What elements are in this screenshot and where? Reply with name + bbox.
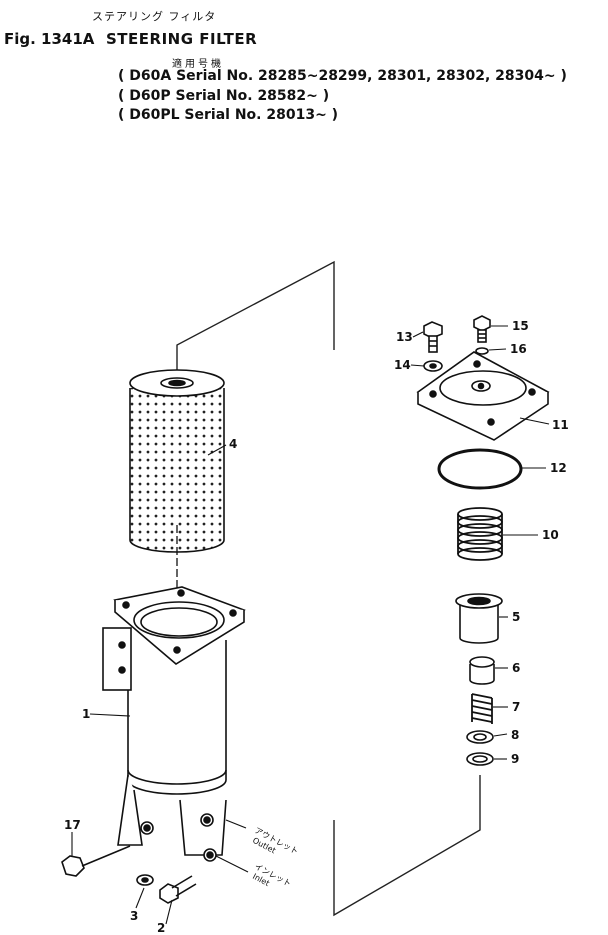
serial-line-d60p: ( D60P Serial No. 28582~ ) <box>118 88 330 104</box>
valve <box>455 593 503 644</box>
cover-washer <box>423 360 443 372</box>
callout-11: 11 <box>552 418 569 432</box>
leader-lines <box>71 325 550 925</box>
valve-spring <box>471 693 493 724</box>
callout-15: 15 <box>512 319 529 333</box>
callout-1: 1 <box>82 707 90 721</box>
callout-16: 16 <box>510 342 527 356</box>
serial-line-d60pl: ( D60PL Serial No. 28013~ ) <box>118 107 339 123</box>
callout-6: 6 <box>512 661 520 675</box>
washer <box>136 874 154 886</box>
o-ring-small <box>475 347 489 355</box>
callout-7: 7 <box>512 700 520 714</box>
callout-17: 17 <box>64 818 81 832</box>
japanese-title: ステアリング フィルタ <box>92 10 217 23</box>
callout-9: 9 <box>511 752 519 766</box>
mounting-bolt <box>159 875 197 904</box>
callout-12: 12 <box>550 461 567 475</box>
callout-5: 5 <box>512 610 520 624</box>
applicable-models-label: 適用号機 <box>172 59 224 70</box>
cover-bolt-left <box>423 321 443 353</box>
callout-2: 2 <box>157 921 165 935</box>
callout-8: 8 <box>511 728 519 742</box>
valve-washer <box>466 730 494 744</box>
port-labels: アウトレット Outlet インレット Inlet <box>251 826 300 889</box>
callout-14: 14 <box>394 358 411 372</box>
cover <box>416 351 550 441</box>
serial-line-d60a: ( D60A Serial No. 28285~28299, 28301, 28… <box>118 68 567 84</box>
filter-case <box>102 586 246 862</box>
callout-labels: 1 2 3 4 5 6 7 8 9 10 11 12 13 14 15 16 1… <box>64 319 569 935</box>
figure-title: STEERING FILTER <box>106 30 258 48</box>
spring <box>457 507 503 561</box>
snap-ring <box>466 752 494 766</box>
filter-element <box>129 369 225 553</box>
callout-4: 4 <box>229 437 237 451</box>
callout-13: 13 <box>396 330 413 344</box>
callout-10: 10 <box>542 528 559 542</box>
poppet <box>469 656 495 685</box>
o-ring-large <box>437 448 523 490</box>
drain-plug <box>61 845 131 877</box>
figure-number: Fig. 1341A <box>4 30 95 48</box>
callout-3: 3 <box>130 909 138 923</box>
center-bolt <box>473 315 491 343</box>
